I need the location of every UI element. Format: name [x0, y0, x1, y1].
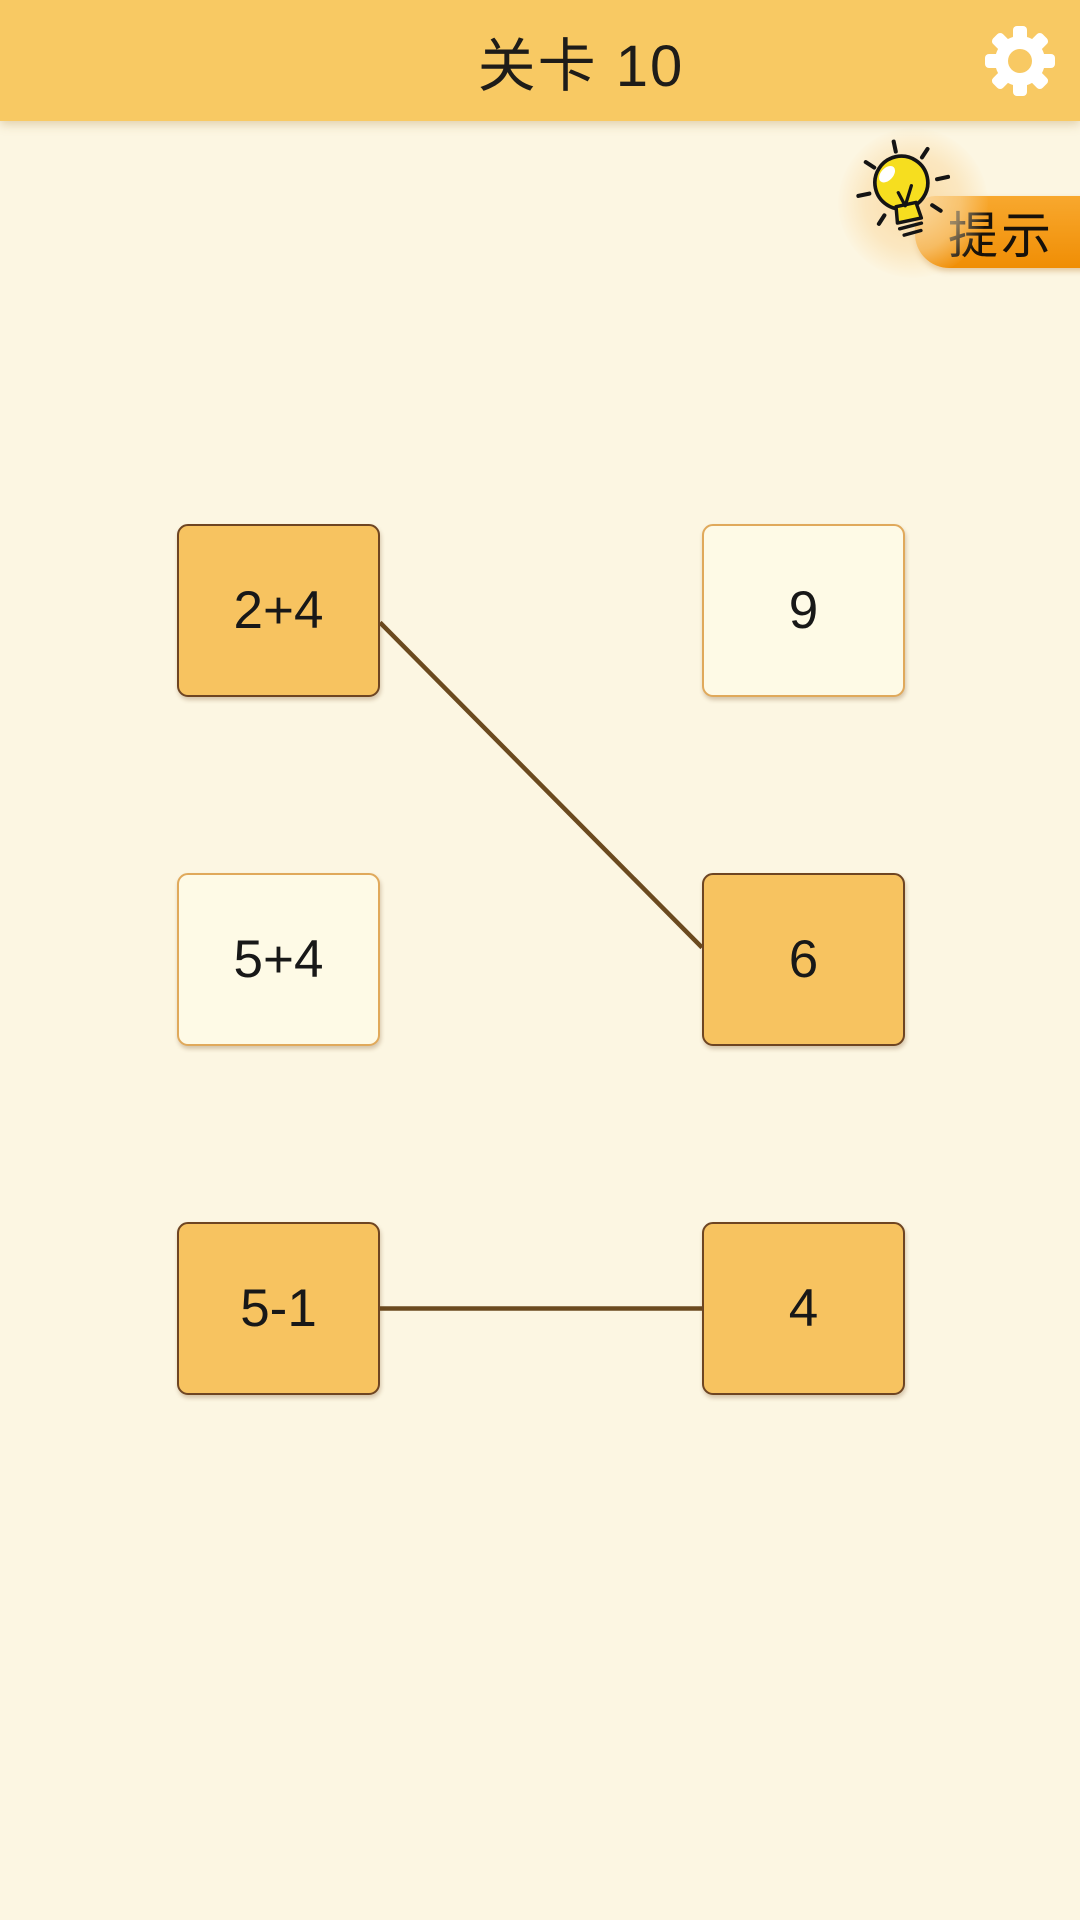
connection-line	[378, 620, 704, 950]
hint-label: 提示	[948, 208, 1054, 264]
card-a-9[interactable]: 9	[702, 524, 905, 697]
card-q-5minus1[interactable]: 5-1	[177, 1222, 380, 1395]
settings-button[interactable]	[983, 24, 1057, 98]
level-title: 关卡 10	[477, 34, 685, 99]
hint-button[interactable]: 提示	[915, 196, 1080, 268]
card-a-6[interactable]: 6	[702, 873, 905, 1046]
card-a-4[interactable]: 4	[702, 1222, 905, 1395]
card-q-2plus4[interactable]: 2+4	[177, 524, 380, 697]
gear-icon	[985, 26, 1055, 96]
header-bar: 关卡 10	[0, 0, 1080, 121]
card-q-5plus4[interactable]: 5+4	[177, 873, 380, 1046]
